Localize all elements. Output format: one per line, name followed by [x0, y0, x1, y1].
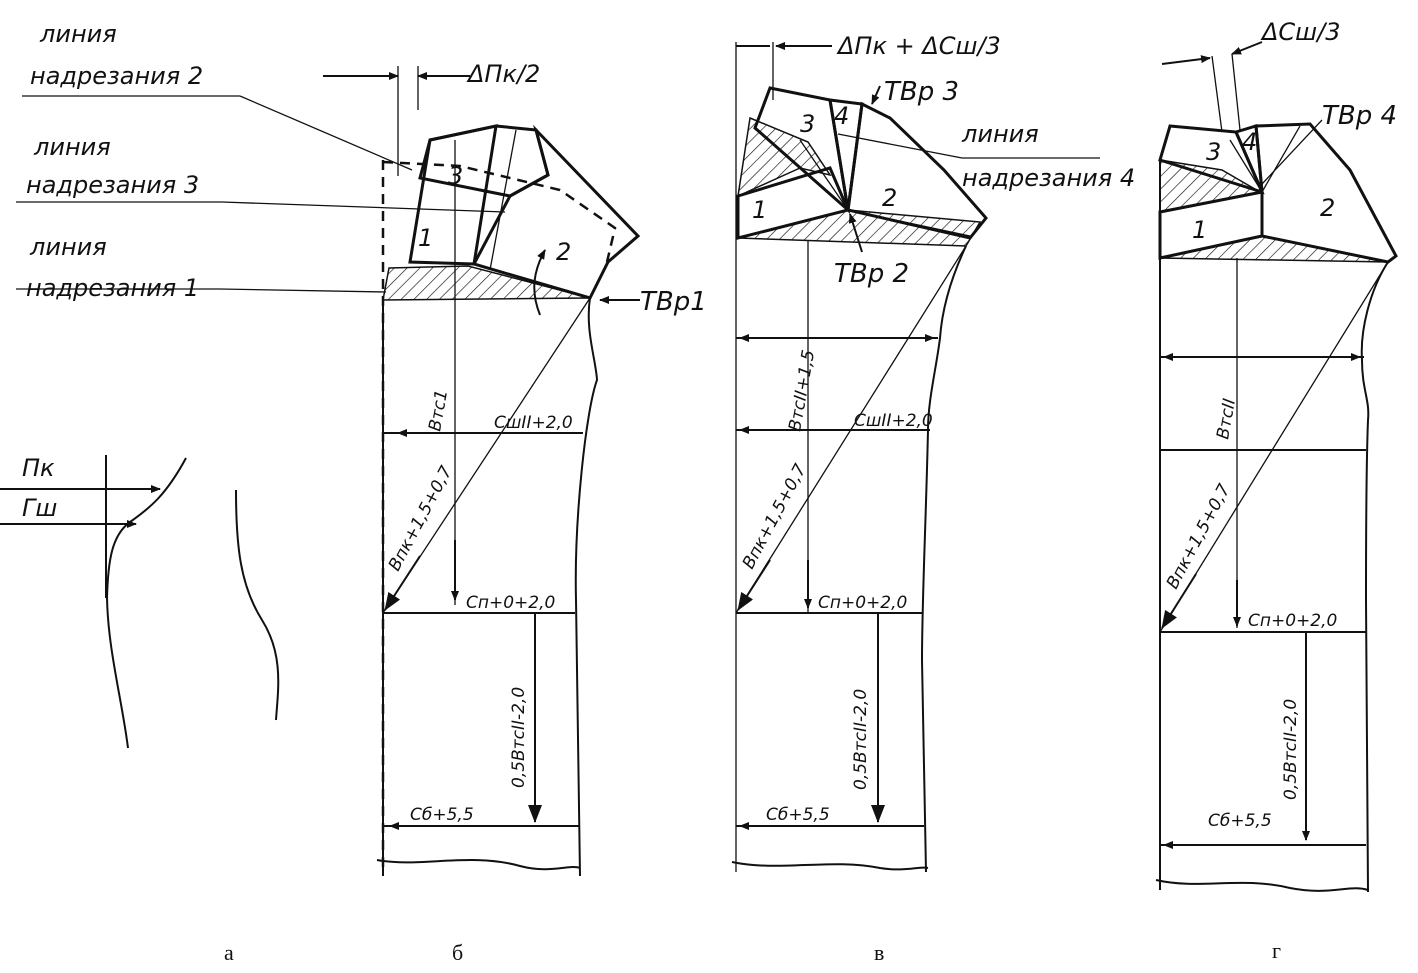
panel-a: Пк Гш а: [0, 454, 280, 965]
piece-2-g-label: 2: [1320, 194, 1335, 222]
tvr4-label: ТВр 4: [1322, 101, 1397, 131]
piece-3-v-label: 3: [800, 110, 815, 138]
caption-b: б: [452, 940, 463, 965]
caption-a: а: [224, 940, 234, 965]
cut-line-3-label: надрезания 3: [26, 171, 199, 199]
cut-line-3-word: линия: [33, 133, 111, 161]
hip-width-label-v: Сп+0+2,0: [818, 593, 907, 613]
back-profile-curve: [235, 489, 280, 721]
lower-vert-label-g: 0,5ВтсII-2,0: [1281, 699, 1301, 800]
cut-line-1-word: линия: [29, 233, 107, 261]
rotation-arrow: [533, 249, 546, 316]
top-dim-label: ΔПк/2: [466, 60, 540, 88]
piece-1-label: 1: [418, 224, 433, 252]
top-dim-label-v: ΔПк + ΔСш/3: [836, 32, 1001, 60]
vtc-label-b: Втс1: [425, 388, 452, 433]
chest-width-label-v: СшII+2,0: [854, 411, 933, 431]
cut-line-2-label: надрезания 2: [30, 62, 203, 90]
piece-1-v-label: 1: [752, 196, 767, 224]
piece-3-label: 3: [448, 162, 463, 190]
caption-g: г: [1272, 938, 1281, 963]
cut-line-3-leader: [221, 201, 506, 213]
tvr1-label: ТВр1: [640, 287, 707, 317]
cut-line-4-word: линия: [961, 120, 1039, 148]
cut-line-2-word: линия: [39, 20, 117, 48]
piece-2-outline: [471, 124, 641, 300]
side-seam-b: [574, 297, 599, 877]
label-pk: Пк: [22, 454, 55, 482]
top-dim-label-g: ΔСш/3: [1260, 18, 1341, 46]
piece-4-v-label: 4: [834, 102, 849, 130]
hem-width-label-b: Сб+5,5: [410, 805, 474, 825]
tvr3-label: ТВр 3: [884, 77, 959, 107]
diag-label-g: Впк+1,5+0,7: [1163, 481, 1235, 593]
piece-2-label: 2: [556, 238, 571, 266]
caption-v: в: [874, 940, 884, 965]
tvr2-label: ТВр 2: [834, 259, 909, 289]
label-gsh: Гш: [22, 494, 57, 522]
vtc-label-v: ВтсII+1,5: [785, 348, 819, 432]
lower-vert-label-b: 0,5ВтсII-2,0: [509, 687, 529, 788]
dart-hatch-b: [382, 265, 591, 301]
piece-4-g-label: 4: [1242, 128, 1257, 156]
panel-v: ΔПк + ΔСш/3 ТВр 3 линия надрезания 4 3 4…: [731, 32, 1135, 965]
diag-label-v: Впк+1,5+0,7: [739, 461, 811, 573]
panel-b: линия надрезания 2 линия надрезания 3 ли…: [16, 20, 707, 965]
piece-1-g-label: 1: [1192, 216, 1207, 244]
piece-2-v-label: 2: [882, 184, 897, 212]
front-profile-lower: [106, 597, 129, 749]
front-profile-curve: [106, 457, 187, 599]
diagonal-v: [735, 245, 967, 614]
cut-line-4-label: надрезания 4: [962, 164, 1135, 192]
cut-line-1-label: надрезания 1: [26, 274, 199, 302]
lower-vert-label-v: 0,5ВтсII-2,0: [851, 689, 871, 790]
cut-line-2-leader: [239, 95, 413, 171]
side-seam-v: [920, 245, 967, 873]
original-contour-dashed: [382, 160, 617, 263]
cut-line-1-leader: [219, 288, 387, 293]
hem-width-label-v: Сб+5,5: [766, 805, 830, 825]
hip-width-label-g: Сп+0+2,0: [1248, 611, 1337, 631]
hem-width-label-g: Сб+5,5: [1208, 811, 1272, 831]
vtc-label-g: ВтсII: [1213, 397, 1240, 441]
diag-label-b: Впк+1,5+0,7: [385, 463, 457, 575]
dart-hatch-v-upper: [737, 116, 832, 198]
diagonal-g: [1159, 261, 1389, 633]
chest-width-label-b: СшII+2,0: [494, 413, 573, 433]
piece-3-g-label: 3: [1206, 138, 1221, 166]
hip-width-label-b: Сп+0+2,0: [466, 593, 555, 613]
side-seam-g: [1360, 261, 1389, 893]
panel-g: ΔСш/3 ТВр 4 3 4 1 2: [1155, 18, 1398, 963]
